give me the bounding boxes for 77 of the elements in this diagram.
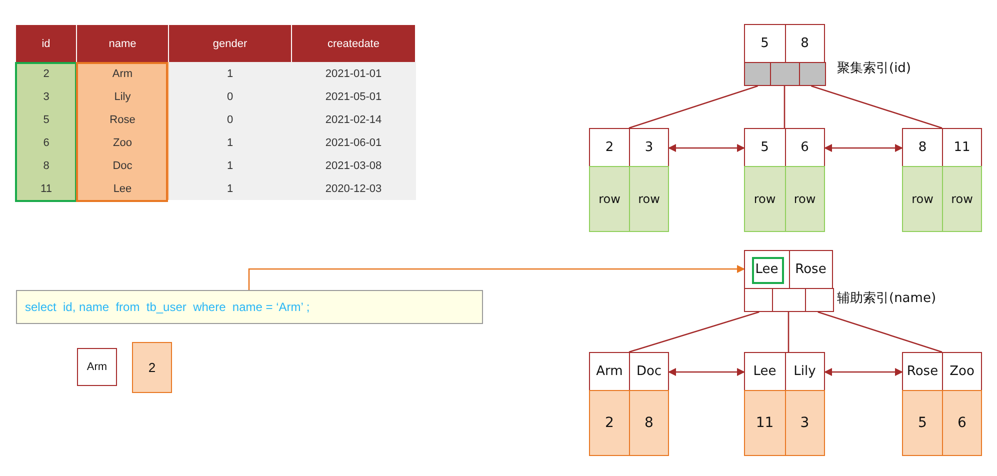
index-node	[744, 24, 825, 86]
table-cell: 0	[168, 85, 292, 108]
key-cell: Lily	[784, 352, 825, 391]
key-cell: 8	[784, 24, 825, 63]
table-cell: 2020-12-03	[292, 177, 416, 200]
table-cell: Rose	[76, 108, 168, 131]
connector-line	[788, 312, 790, 352]
table-cell: 8	[16, 154, 76, 177]
table-cell: 1	[168, 62, 292, 85]
table-cell: 2021-02-14	[292, 108, 416, 131]
row-cell: row	[589, 166, 630, 232]
column-header: gender	[168, 25, 292, 62]
value-box: Arm	[77, 348, 117, 386]
table-cell: 0	[168, 108, 292, 131]
key-cell: 2	[589, 128, 630, 167]
value-cell: 8	[629, 390, 669, 456]
column-header: id	[16, 25, 76, 62]
index-node	[744, 250, 833, 312]
arrow	[824, 368, 903, 376]
row-cell: row	[629, 166, 669, 232]
table-cell: Doc	[76, 154, 168, 177]
table-cell: 5	[16, 108, 76, 131]
table-cell: Lee	[76, 177, 168, 200]
value-cell: 5	[902, 390, 943, 456]
key-cell: 8	[902, 128, 943, 167]
table-cell: Lily	[76, 85, 168, 108]
row-cell: row	[942, 166, 982, 232]
leaf-node	[744, 128, 825, 232]
value-cell: 6	[942, 390, 982, 456]
table-cell: 1	[168, 131, 292, 154]
table-cell: 11	[16, 177, 76, 200]
key-cell: Arm	[589, 352, 630, 391]
connector-line	[818, 311, 942, 353]
leaf-node	[744, 352, 825, 456]
value-box: 2	[132, 342, 172, 393]
table-cell: 1	[168, 177, 292, 200]
leaf-node	[902, 352, 982, 456]
value-cell: 11	[744, 390, 786, 456]
connector-line	[628, 85, 758, 129]
sql-query-box: select id, name from tb_user where name = ‘Arm’ ;	[16, 290, 483, 324]
index-label: 聚集索引(id)	[837, 60, 912, 77]
key-cell: 5	[744, 128, 786, 167]
key-cell: Zoo	[942, 352, 982, 391]
column-header: name	[76, 25, 168, 62]
table-cell: 2021-06-01	[292, 131, 416, 154]
table-cell: 2021-03-08	[292, 154, 416, 177]
arrow	[824, 144, 903, 152]
arrow	[668, 144, 745, 152]
connector-line	[811, 85, 942, 129]
table-cell: 3	[16, 85, 76, 108]
connector-line	[784, 86, 786, 128]
key-cell: 5	[744, 24, 786, 63]
table-cell: 1	[168, 154, 292, 177]
key-cell: Rose	[902, 352, 943, 391]
key-cell: 3	[629, 128, 669, 167]
column-header: createdate	[292, 25, 416, 62]
table-cell: 6	[16, 131, 76, 154]
key-cell: Rose	[788, 250, 833, 289]
arrow	[248, 265, 745, 290]
connector-line	[628, 311, 760, 353]
key-cell: 6	[784, 128, 825, 167]
table-cell: 2021-05-01	[292, 85, 416, 108]
value-cell: 3	[784, 390, 825, 456]
key-cell: Doc	[629, 352, 669, 391]
value-cell: 2	[589, 390, 630, 456]
key-cell: 11	[942, 128, 982, 167]
leaf-node	[902, 128, 982, 232]
leaf-node	[589, 128, 669, 232]
table-cell: 2021-01-01	[292, 62, 416, 85]
key-cell: Lee	[744, 352, 786, 391]
row-cell: row	[744, 166, 786, 232]
table-cell: Zoo	[76, 131, 168, 154]
leaf-node	[589, 352, 669, 456]
index-label: 辅助索引(name)	[837, 290, 936, 307]
row-cell: row	[784, 166, 825, 232]
row-cell: row	[902, 166, 943, 232]
arrow	[668, 368, 745, 376]
